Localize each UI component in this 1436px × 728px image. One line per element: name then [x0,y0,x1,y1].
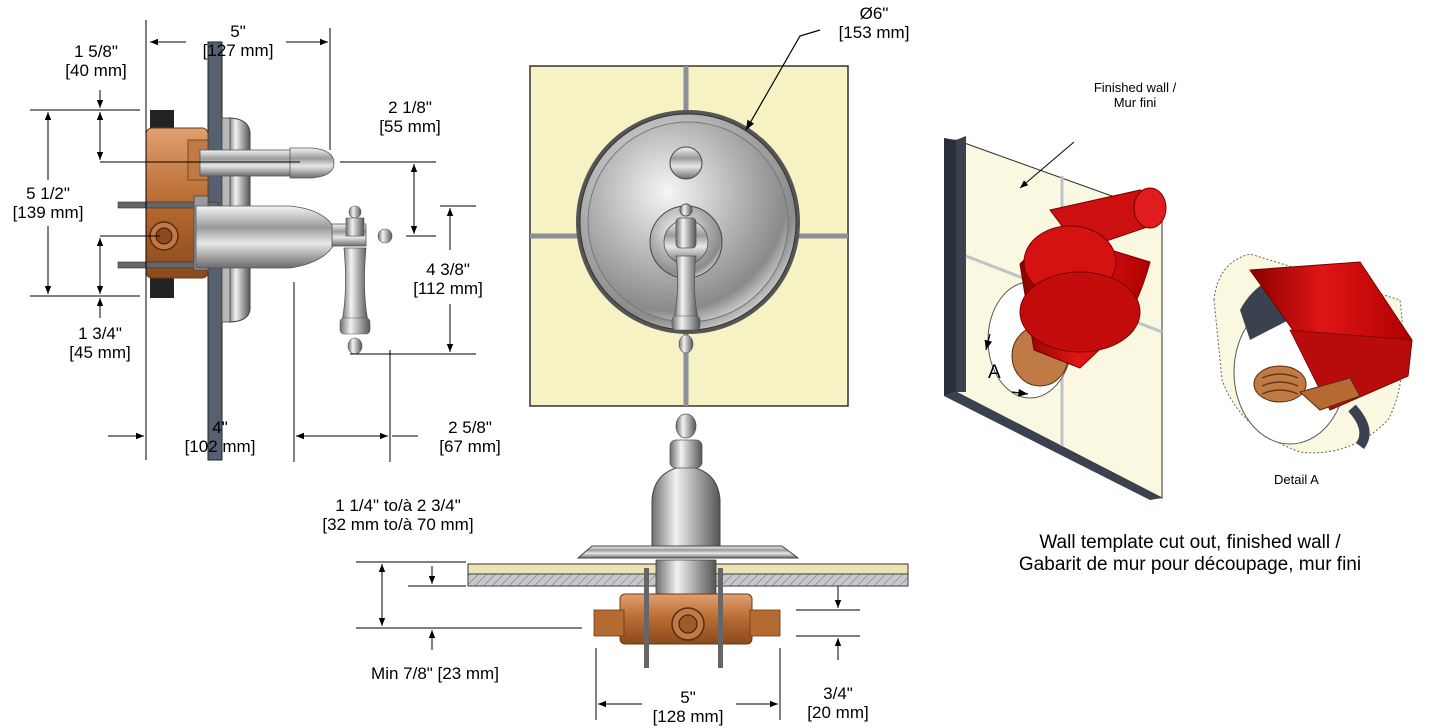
side-view [30,20,476,462]
dim-1-5-8-imperial: 1 5/8" [74,42,118,61]
side-diverter-stem [199,149,293,177]
dim-4in-metric: [102 mm] [184,437,256,456]
dim-1-5-8: 1 5/8" [40 mm] [46,42,146,80]
dim-min: Min 7/8" [23 mm] [350,664,520,683]
dim-4in: 4" [102 mm] [168,418,272,456]
dim-5-1-2: 5 1/2" [139 mm] [0,184,96,222]
dim-5in-bottom-metric: [128 mm] [652,707,724,726]
dim-min-text: Min 7/8" [23 mm] [371,664,499,683]
dim-1-5-8-metric: [40 mm] [65,61,127,80]
template-caption: Wall template cut out, finished wall / G… [950,532,1430,576]
template-caption-line1: Wall template cut out, finished wall / [1039,532,1341,553]
dim-3-4-metric: [20 mm] [807,703,869,722]
dim-5-1-2-metric: [139 mm] [12,203,84,222]
finished-wall-label-line1: Finished wall / [1093,80,1177,95]
detail-marker-a: A [988,362,1001,383]
dim-4-3-8-metric: [112 mm] [413,279,483,298]
dim-wall-range-metric: [32 mm to/à 70 mm] [322,515,474,534]
dim-1-3-4-metric: [45 mm] [69,343,131,362]
detail-a-view [1213,253,1413,454]
finished-wall-label: Finished wall / Mur fini [1070,80,1200,110]
dim-5in: 5" [127 mm] [188,22,288,60]
plan-view [356,413,909,720]
dim-1-3-4-imperial: 1 3/4" [78,324,122,343]
dim-5-1-2-imperial: 5 1/2" [26,184,70,203]
dim-2-5-8-metric: [67 mm] [439,437,501,456]
dim-5in-metric: [127 mm] [202,41,274,60]
dim-4-3-8: 4 3/8" [112 mm] [398,260,498,298]
template-caption-line2: Gabarit de mur pour découpage, mur fini [1018,554,1362,575]
iso-template-view [944,136,1167,500]
dim-5in-bottom: 5" [128 mm] [640,688,736,726]
dim-5in-imperial: 5" [230,22,246,41]
dim-2-1-8: 2 1/8" [55 mm] [360,98,460,136]
side-handle-dome [195,205,339,269]
dim-wall-range-imperial: 1 1/4" to/à 2 3/4" [335,496,461,515]
dim-4in-imperial: 4" [212,418,228,437]
dim-4-3-8-imperial: 4 3/8" [426,260,470,279]
plan-escutcheon [576,545,800,559]
dim-2-1-8-metric: [55 mm] [379,117,441,136]
side-lever [341,247,369,323]
dim-1-3-4: 1 3/4" [45 mm] [50,324,150,362]
front-diverter-knob [669,146,703,180]
dim-5in-bottom-imperial: 5" [680,688,696,707]
dim-wall-range: 1 1/4" to/à 2 3/4" [32 mm to/à 70 mm] [298,496,498,534]
dim-2-5-8-imperial: 2 5/8" [448,418,492,437]
dim-3-4: 3/4" [20 mm] [792,684,884,722]
finished-wall-label-line2: Mur fini [1113,95,1157,110]
detail-a-label: Detail A [1274,472,1319,487]
side-diverter-knob [289,147,335,179]
dim-diameter: Ø6" [153 mm] [824,4,924,42]
front-view [529,29,849,407]
plan-handle-dome [651,465,721,547]
dim-diameter-imperial: Ø6" [859,4,889,23]
front-lever [673,255,699,319]
dim-2-5-8: 2 5/8" [67 mm] [420,418,520,456]
dim-diameter-metric: [153 mm] [838,23,910,42]
dim-3-4-imperial: 3/4" [823,684,853,703]
dim-2-1-8-imperial: 2 1/8" [388,98,432,117]
